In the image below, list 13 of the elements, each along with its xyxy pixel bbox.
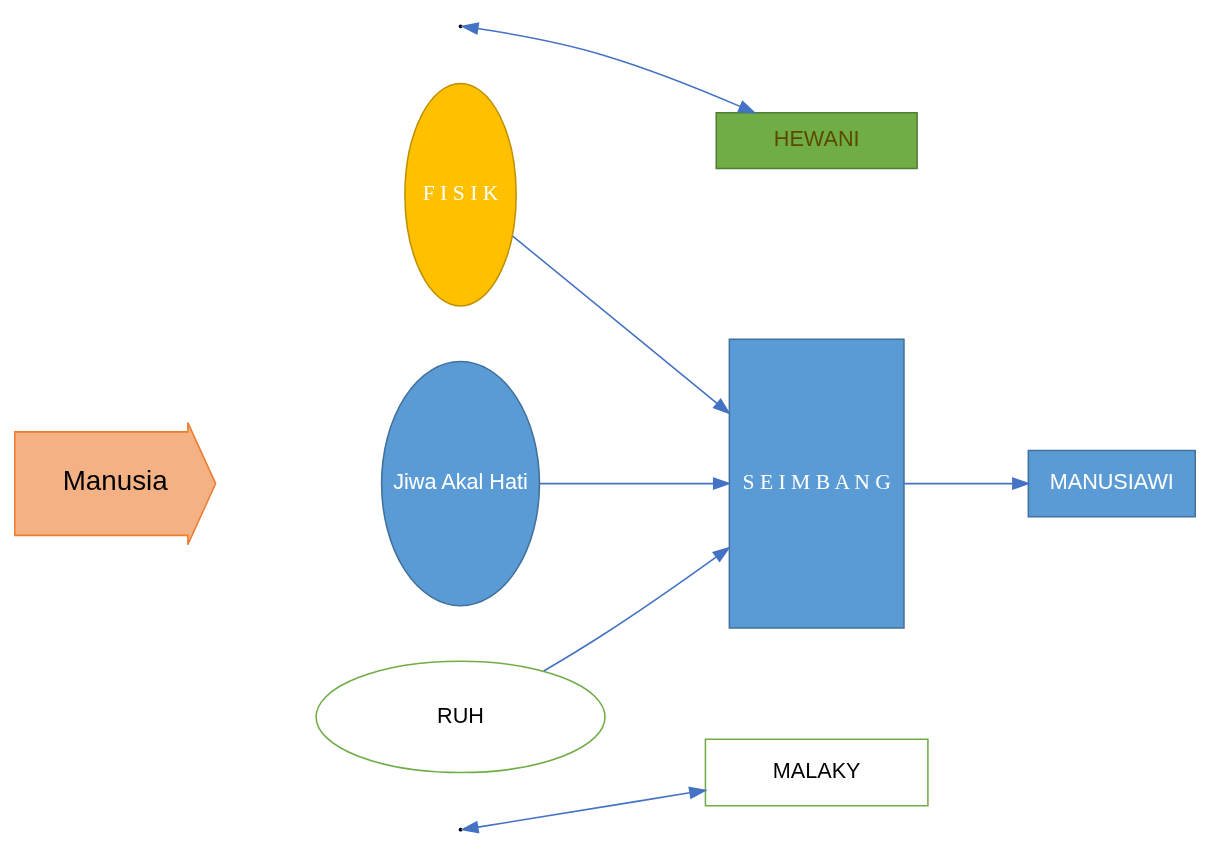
node-ellipse: F I S I K: [404, 82, 517, 307]
arrow: [538, 477, 732, 491]
arrow: [542, 546, 731, 672]
node-box: MANUSIAWI: [1027, 449, 1196, 518]
node-box: HEWANI: [715, 112, 918, 170]
node-box: MALAKY: [704, 738, 929, 807]
node-box: S E I M B A N G: [728, 338, 905, 629]
arrow: [511, 235, 731, 415]
arrow: [460, 786, 708, 834]
arrow: [903, 477, 1031, 491]
node-ellipse: RUH: [315, 660, 606, 774]
arrow: [460, 22, 757, 114]
node-ellipse: Jiwa Akal Hati: [380, 360, 541, 607]
